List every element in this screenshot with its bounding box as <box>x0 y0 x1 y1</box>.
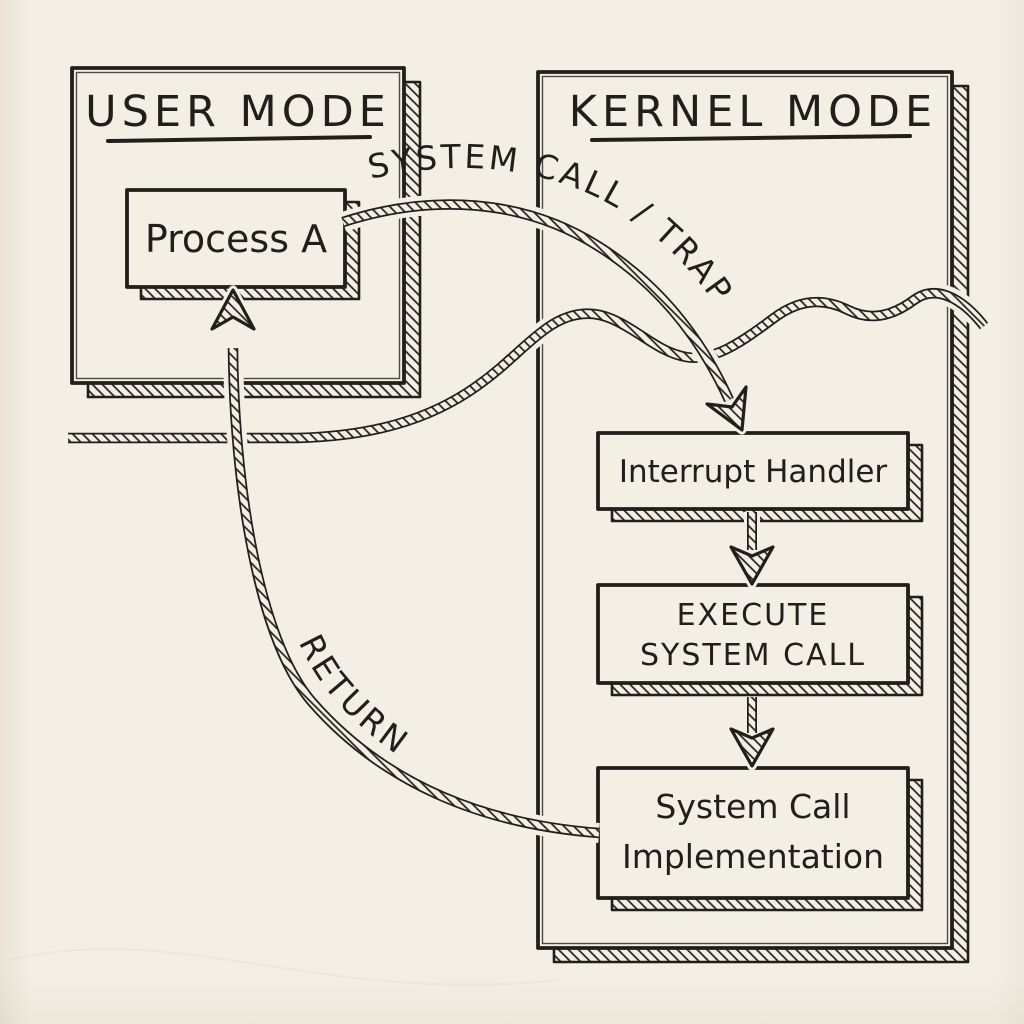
kernel-mode-title-underline <box>590 134 912 142</box>
kernel-mode-box-innerline <box>541 75 949 945</box>
execute-system-call-node: EXECUTE SYSTEM CALL <box>596 583 924 697</box>
flow-arrowhead-1 <box>729 545 775 586</box>
process-a-box <box>125 188 347 289</box>
user-mode-title-underline <box>106 135 372 143</box>
interrupt-handler-label: Interrupt Handler <box>619 454 888 490</box>
process-a-label: Process A <box>145 217 327 261</box>
interrupt-handler-box <box>596 431 910 511</box>
user-mode-title: USER MODE <box>85 87 391 137</box>
boundary-wave-line <box>68 283 992 448</box>
execute-system-call-label-line1: EXECUTE <box>677 598 830 633</box>
execute-system-call-box <box>596 583 910 685</box>
interrupt-handler-node: Interrupt Handler <box>596 431 924 523</box>
system-call-implementation-box <box>596 766 910 900</box>
kernel-mode-title: KERNEL MODE <box>569 87 937 137</box>
system-call-trap-arrowhead <box>705 385 748 432</box>
flow-arrow-handler-to-execute <box>726 512 778 589</box>
system-call-implementation-label-line1: System Call <box>655 787 850 826</box>
process-a-node: Process A <box>125 188 361 301</box>
system-call-implementation-label-line2: Implementation <box>622 837 884 876</box>
system-call-implementation-node: System Call Implementation <box>596 766 924 912</box>
execute-system-call-label-line2: SYSTEM CALL <box>640 638 866 673</box>
return-arrowhead <box>210 288 256 331</box>
flow-arrowhead-2 <box>729 727 775 768</box>
flow-arrow-execute-to-implementation <box>726 697 778 771</box>
